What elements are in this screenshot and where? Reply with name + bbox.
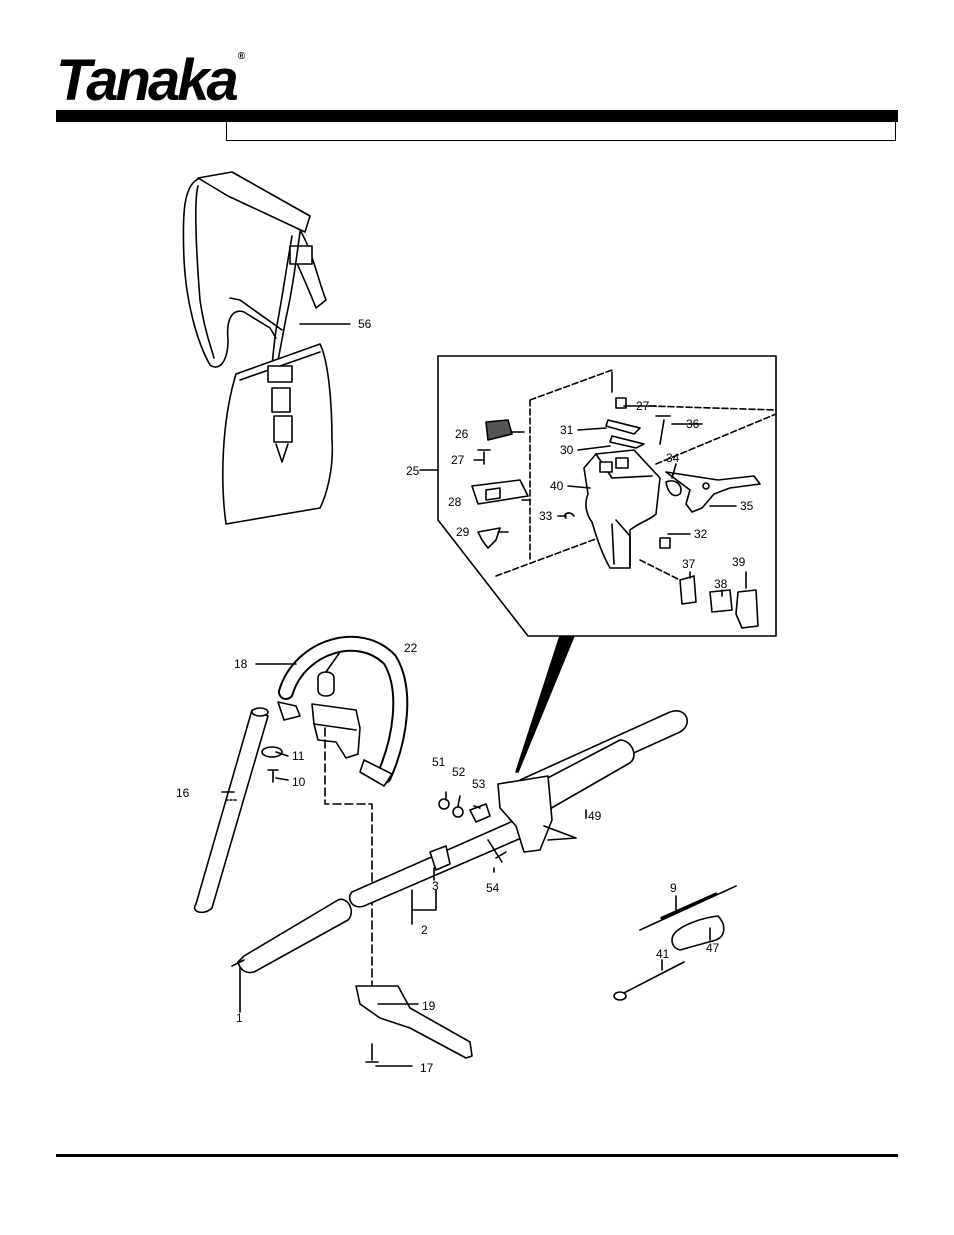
callout-1: 1: [236, 1011, 243, 1025]
callout-3: 3: [432, 879, 439, 893]
callout-38: 38: [714, 577, 728, 591]
callout-11: 11: [292, 749, 305, 763]
callout-33: 33: [539, 509, 553, 523]
inset-pointer: [516, 636, 574, 772]
callout-49: 49: [588, 809, 602, 823]
callout-34: 34: [666, 451, 680, 465]
callout-37: 37: [682, 557, 696, 571]
callout-28: 28: [448, 495, 462, 509]
callout-35: 35: [740, 499, 754, 513]
callout-52: 52: [452, 765, 466, 779]
callout-10: 10: [292, 775, 306, 789]
callout-9: 9: [670, 881, 677, 895]
callout-53: 53: [472, 777, 486, 791]
callout-2: 2: [421, 923, 428, 937]
callout-39: 39: [732, 555, 746, 569]
callout-22: 22: [404, 641, 418, 655]
callout-29: 29: [456, 525, 470, 539]
callout-40: 40: [550, 479, 564, 493]
callout-26: 26: [455, 427, 469, 441]
callout-30: 30: [560, 443, 574, 457]
footer-rule: [56, 1154, 898, 1157]
callout-31: 31: [560, 423, 574, 437]
callout-27-top: 27: [636, 399, 650, 413]
callout-27-left: 27: [451, 453, 465, 467]
callout-41: 41: [656, 947, 670, 961]
callout-36: 36: [686, 417, 700, 431]
shoulder-harness: [183, 172, 350, 524]
lower-bracket-19: [356, 986, 472, 1062]
callout-18: 18: [234, 657, 248, 671]
callout-19: 19: [422, 999, 436, 1013]
callout-32: 32: [694, 527, 708, 541]
callout-56: 56: [358, 317, 372, 331]
callout-47: 47: [706, 941, 720, 955]
callout-54: 54: [486, 881, 500, 895]
shaft-assembly: [232, 818, 532, 973]
foam-grip-16: [195, 708, 268, 912]
callout-51: 51: [432, 755, 446, 769]
throttle-housing-assembly: [472, 370, 776, 628]
callout-25: 25: [406, 464, 420, 478]
callout-17: 17: [420, 1061, 434, 1075]
callout-16: 16: [176, 786, 190, 800]
